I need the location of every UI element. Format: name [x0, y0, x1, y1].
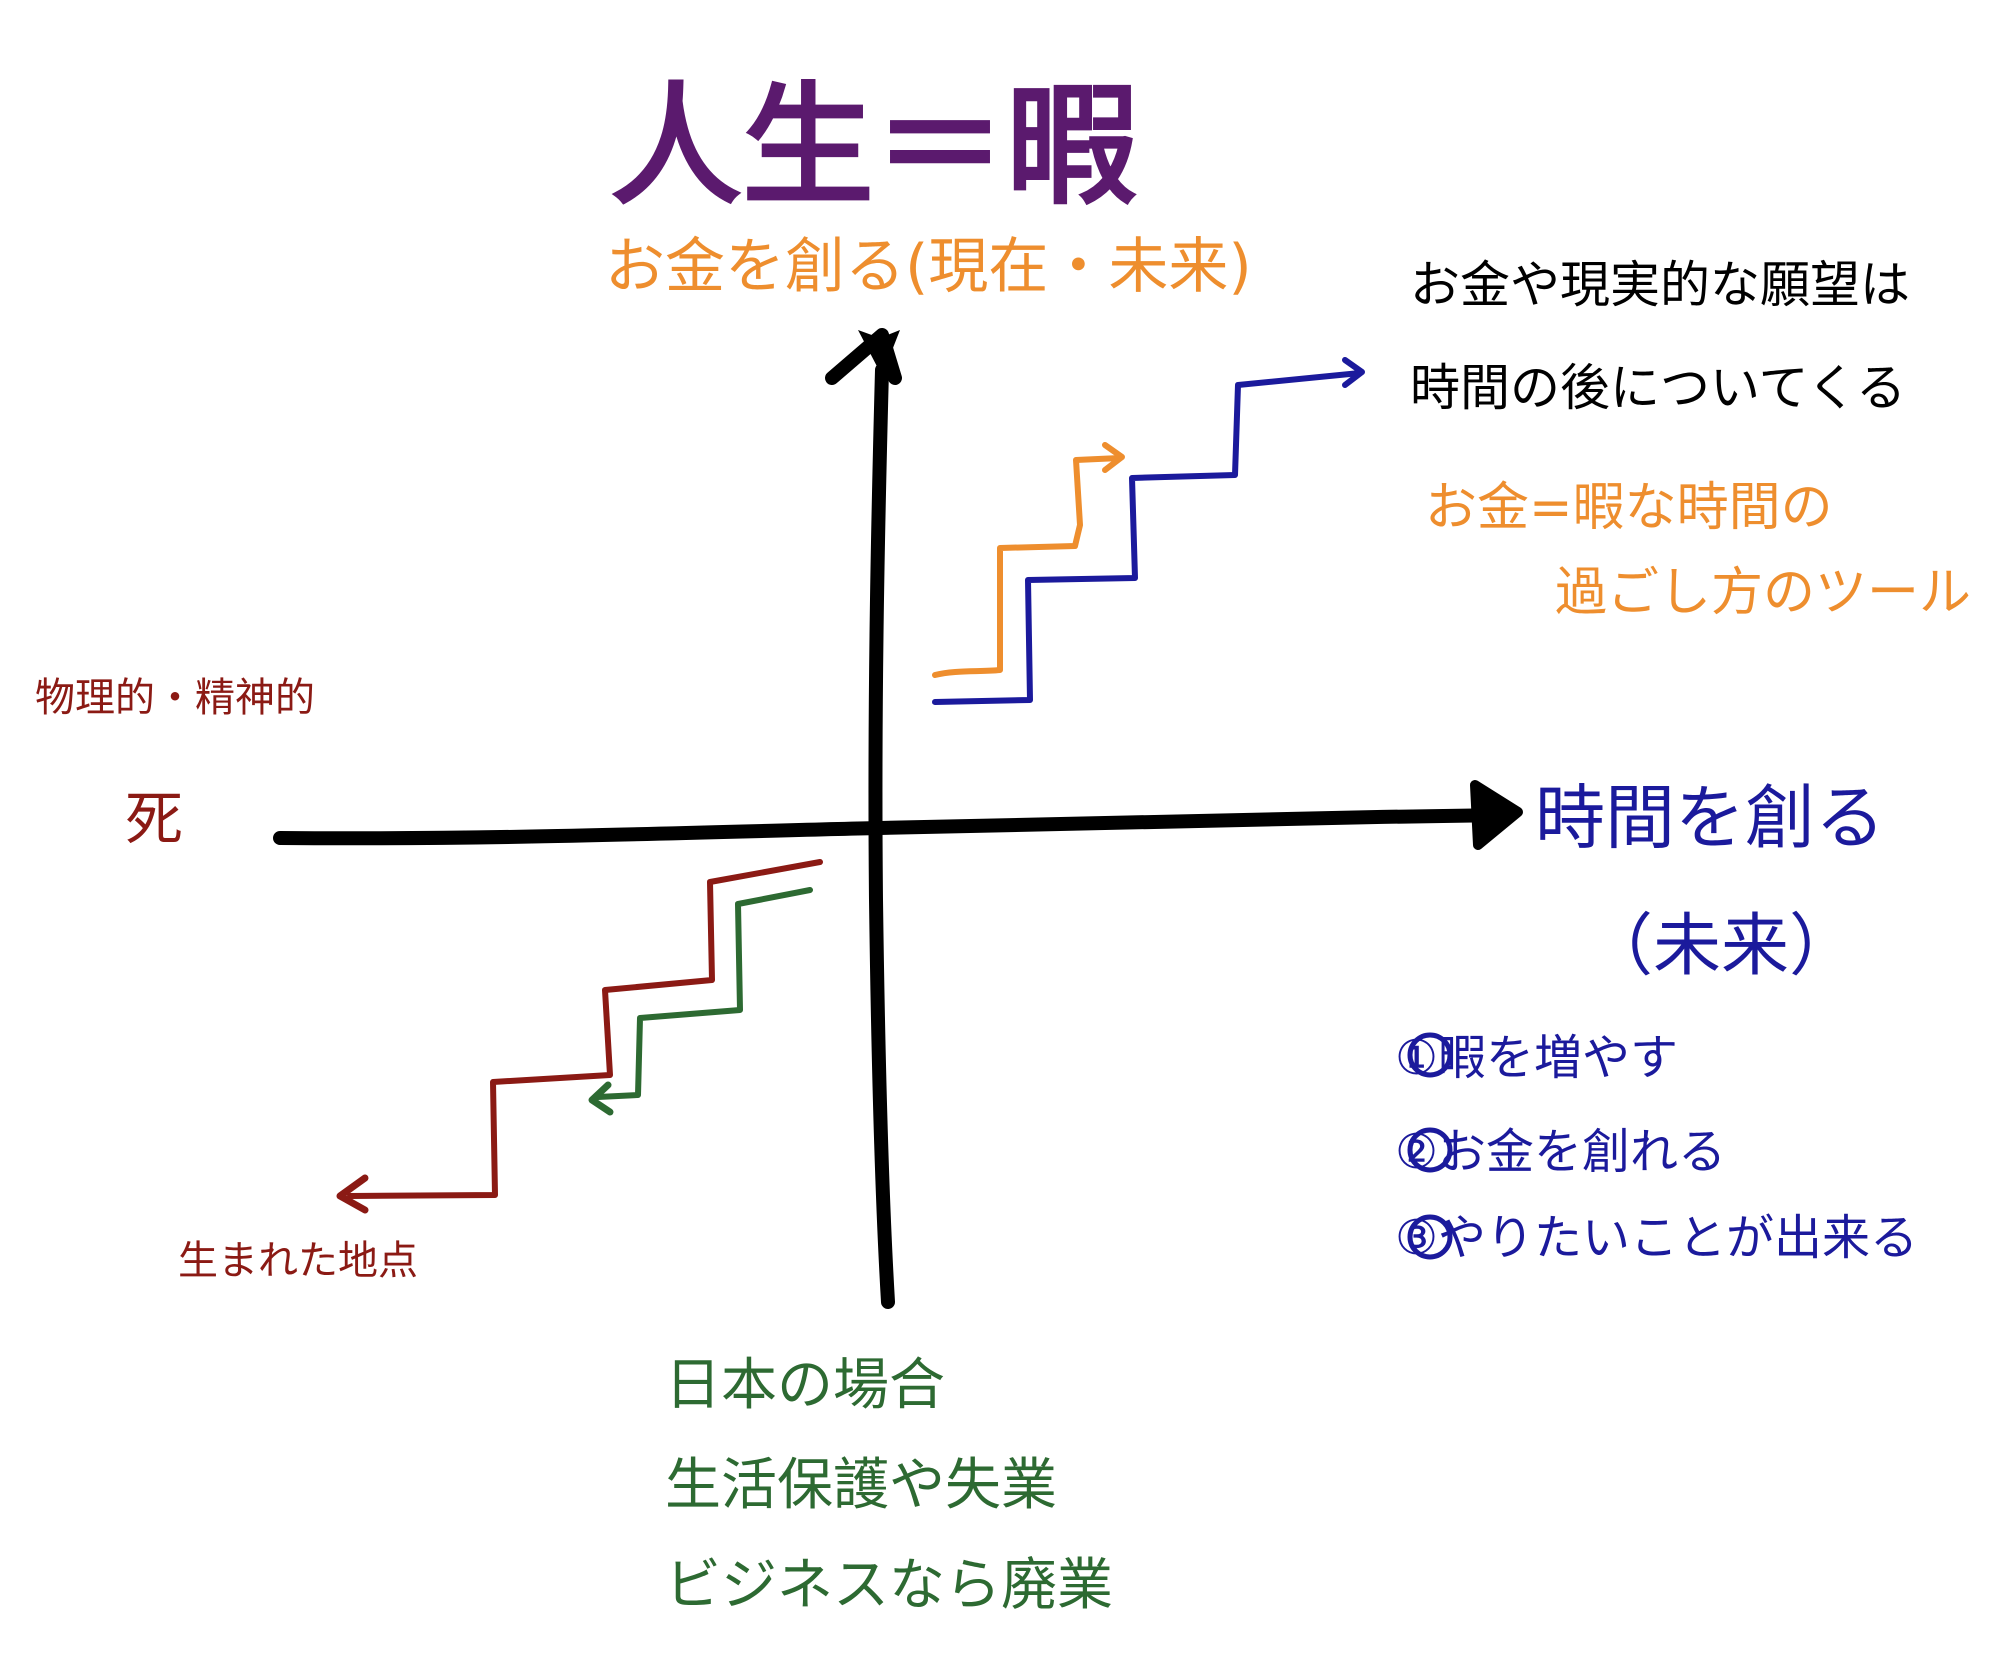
- japan-note-line3: ビジネスなら廃業: [665, 1553, 1113, 1618]
- green-step-line: [595, 887, 813, 1100]
- orange-step-line: [932, 455, 1123, 678]
- note-money-line1: お金や現実的な願望は: [1410, 256, 1910, 314]
- y-axis-label: お金を創る(現在・未来): [605, 232, 1252, 302]
- list-marker-3: [1407, 1214, 1453, 1260]
- japan-note-line1: 日本の場合: [665, 1353, 945, 1418]
- list-marker-2: [1407, 1127, 1453, 1173]
- list-marker-1: [1407, 1032, 1453, 1078]
- navy-step-arrowhead: [1342, 357, 1365, 388]
- horizontal-axis-line: [273, 808, 1512, 846]
- darkred-step-line: [347, 859, 823, 1199]
- note-money-line2: 時間の後についてくる: [1410, 359, 1906, 417]
- label-death: 死: [125, 785, 184, 853]
- vertical-axis-line: [868, 363, 895, 1309]
- label-physical-mental: 物理的・精神的: [35, 675, 315, 721]
- list-item-3: ③やりたいことが出来る: [1395, 1210, 1919, 1266]
- x-axis-label: 時間を創る: [1535, 777, 1885, 859]
- note-tool-line2: 過ごし方のツール: [1555, 563, 1972, 623]
- label-birth-point: 生まれた地点: [178, 1238, 418, 1284]
- x-axis-sublabel: （未来）: [1585, 907, 1858, 986]
- japan-note-line2: 生活保護や失業: [665, 1453, 1057, 1518]
- green-step-arrowhead: [588, 1081, 614, 1116]
- horizontal-axis-arrowhead: [1470, 780, 1523, 850]
- diagram-title: 人生＝暇: [610, 70, 1138, 224]
- navy-step-line: [932, 370, 1363, 705]
- list-item-2: ②お金を創れる: [1395, 1124, 1727, 1180]
- darkred-step-arrowhead: [336, 1174, 369, 1214]
- note-tool-line1: お金=暇な時間の: [1425, 478, 1833, 538]
- vertical-axis-arrowhead-stroke: [825, 328, 902, 385]
- orange-step-arrowhead: [1102, 442, 1125, 473]
- list-item-1: ①暇を増やす: [1395, 1030, 1679, 1086]
